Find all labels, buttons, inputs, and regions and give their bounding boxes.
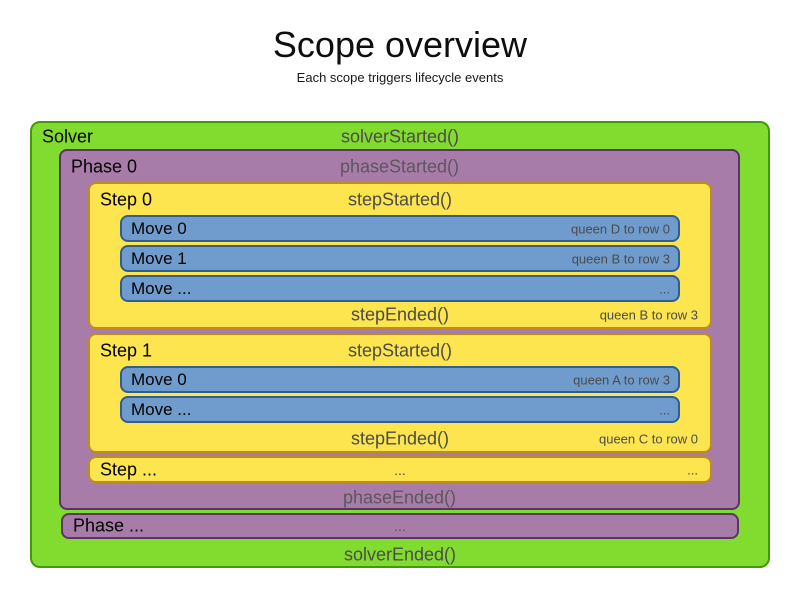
move-annotation: ... bbox=[659, 402, 670, 417]
move-annotation: queen B to row 3 bbox=[571, 251, 670, 266]
solver-footer-row: solverEnded() bbox=[32, 542, 768, 568]
move-label: Move 0 bbox=[131, 369, 187, 389]
move-annotation: queen A to row 3 bbox=[573, 372, 670, 387]
step-1-scope-box: Step 1 stepStarted() Move 0 queen A to r… bbox=[88, 333, 712, 453]
phase-more-label: Phase ... bbox=[73, 515, 145, 536]
phase-ended-event: phaseEnded() bbox=[342, 487, 457, 507]
step-0-ended-event: stepEnded() bbox=[350, 304, 450, 325]
move-annotation: ... bbox=[659, 281, 670, 296]
phase-0-footer-row: phaseEnded() bbox=[61, 485, 738, 510]
step-more-right-dots: ... bbox=[687, 462, 698, 477]
step-1-ended-event: stepEnded() bbox=[350, 428, 450, 448]
step-1-label: Step 1 bbox=[100, 340, 153, 360]
move-label: Move ... bbox=[131, 278, 192, 298]
step-1-ended-annotation: queen C to row 0 bbox=[598, 431, 698, 446]
solver-ended-event: solverEnded() bbox=[343, 544, 457, 565]
phase-0-header-row: Phase 0 phaseStarted() bbox=[61, 151, 738, 182]
solver-label: Solver bbox=[42, 126, 94, 146]
move-label: Move 1 bbox=[131, 248, 187, 268]
phase-more-center-dots: ... bbox=[394, 518, 406, 534]
step-0-label: Step 0 bbox=[100, 189, 153, 209]
step-0-footer-row: stepEnded() queen B to row 3 bbox=[90, 303, 710, 327]
step-0-started-event: stepStarted() bbox=[347, 189, 453, 209]
step-0-move-1-box: Move 1 queen B to row 3 bbox=[120, 245, 680, 272]
step-1-started-event: stepStarted() bbox=[347, 340, 453, 360]
solver-header-row: Solver solverStarted() bbox=[32, 123, 768, 150]
step-more-box: Step ... ... ... bbox=[88, 456, 712, 483]
solver-scope-box: Solver solverStarted() Phase 0 phaseStar… bbox=[30, 121, 770, 568]
phase-started-event: phaseStarted() bbox=[339, 156, 460, 176]
phase-more-box: Phase ... ... bbox=[61, 513, 739, 539]
phase-0-scope-box: Phase 0 phaseStarted() Step 0 stepStarte… bbox=[59, 149, 740, 510]
diagram-title: Scope overview bbox=[272, 24, 528, 65]
step-1-header-row: Step 1 stepStarted() bbox=[90, 335, 710, 366]
step-0-move-0-box: Move 0 queen D to row 0 bbox=[120, 215, 680, 242]
step-more-label: Step ... bbox=[100, 459, 158, 479]
step-0-scope-box: Step 0 stepStarted() Move 0 queen D to r… bbox=[88, 182, 712, 329]
move-annotation: queen D to row 0 bbox=[570, 221, 670, 236]
diagram-subtitle: Each scope triggers lifecycle events bbox=[296, 70, 504, 85]
move-label: Move ... bbox=[131, 399, 192, 419]
step-more-center-dots: ... bbox=[394, 461, 406, 478]
step-0-header-row: Step 0 stepStarted() bbox=[90, 184, 710, 215]
step-0-ended-annotation: queen B to row 3 bbox=[599, 307, 698, 323]
move-label: Move 0 bbox=[131, 218, 187, 238]
phase-0-label: Phase 0 bbox=[71, 156, 138, 176]
step-1-footer-row: stepEnded() queen C to row 0 bbox=[90, 426, 710, 451]
solver-started-event: solverStarted() bbox=[340, 126, 460, 146]
step-0-move-more-box: Move ... ... bbox=[120, 275, 680, 302]
step-1-move-more-box: Move ... ... bbox=[120, 396, 680, 423]
step-1-move-0-box: Move 0 queen A to row 3 bbox=[120, 366, 680, 393]
